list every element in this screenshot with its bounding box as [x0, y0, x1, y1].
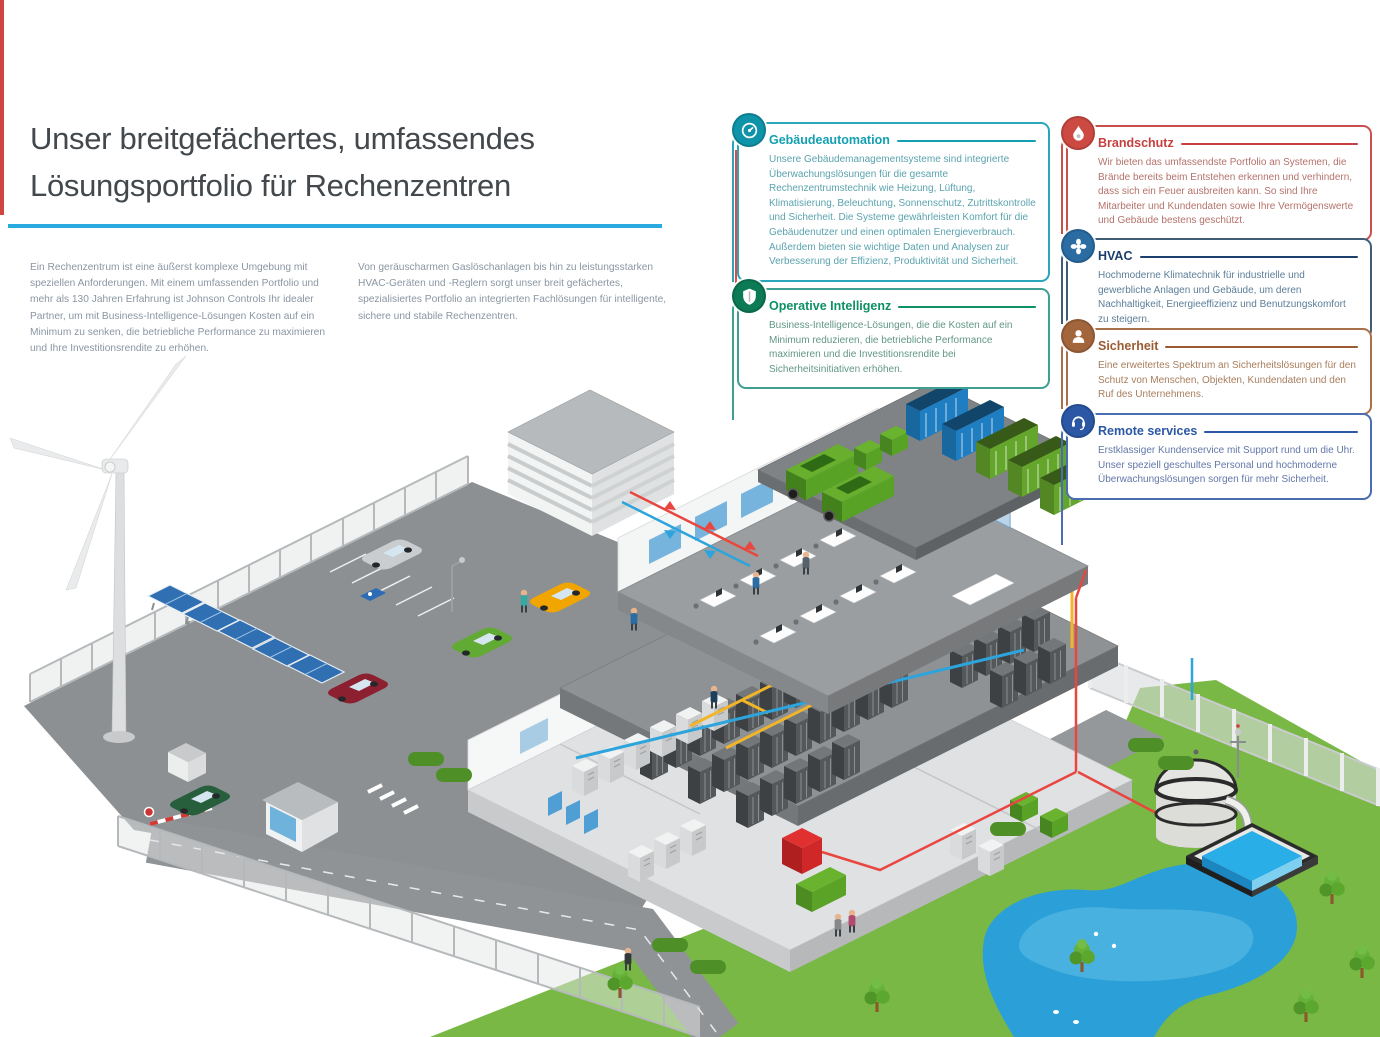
callout-title: Brandschutz: [1098, 136, 1174, 150]
water-basin: [1186, 823, 1318, 897]
person-icon: [1061, 319, 1095, 353]
stacked-building: [507, 389, 675, 536]
boiler-unit: [782, 828, 822, 874]
callout-operative-intelligenz: Operative Intelligenz Business-Intellige…: [732, 279, 1050, 390]
crosswalk: [367, 783, 419, 815]
perimeter-fence: [29, 455, 1380, 1037]
headset-icon: [1061, 404, 1095, 438]
conference-table: [951, 573, 1015, 606]
disabled-parking-mark: [360, 588, 386, 601]
utility-shed: [168, 743, 206, 782]
callout-body: Eine erweitertes Spektrum an Sicherheits…: [1098, 360, 1356, 401]
callout-gebaeudeautomation: Gebäudeautomation Unsere Gebäudemanageme…: [732, 113, 1050, 282]
callout-sicherheit: Sicherheit Eine erweitertes Spektrum an …: [1061, 319, 1372, 415]
intro-paragraph-left: Ein Rechenzentrum ist eine äußerst kompl…: [30, 262, 325, 354]
callout-body: Unsere Gebäudemanagementsysteme sind int…: [769, 154, 1036, 268]
backup-generator: [796, 867, 846, 912]
weather-station: [1230, 724, 1246, 778]
parking-stall-lines: [329, 553, 455, 617]
intro-paragraph-right: Von geräuscharmen Gaslöschanlagen bis hi…: [358, 262, 667, 322]
building-automation-icon: [732, 113, 766, 147]
callout-hvac: HVAC Hochmoderne Klimatechnik für indust…: [1061, 229, 1372, 340]
page-edge-accent: [0, 0, 4, 215]
flame-icon: [1061, 116, 1095, 150]
control-screens: [548, 791, 598, 834]
callout-remote-services: Remote services Erstklassiger Kundenserv…: [1061, 404, 1372, 500]
chilled-water-pipe: [575, 648, 1025, 760]
callout-title: Sicherheit: [1098, 339, 1159, 353]
title-dash-rule: [1165, 345, 1358, 348]
wind-turbine: [9, 355, 187, 743]
callout-body: Business-Intelligence-Lösungen, die die …: [769, 320, 1013, 375]
access-road: [145, 817, 739, 1037]
piping-lines: [621, 490, 1194, 872]
callout-body: Wir bieten das umfassendste Portfolio an…: [1098, 157, 1354, 227]
fan-icon: [1061, 229, 1095, 263]
title-dash-rule: [1204, 430, 1358, 433]
rooftop-platform: [757, 379, 1103, 560]
callout-body: Erstklassiger Kundenservice mit Support …: [1098, 445, 1355, 486]
light-pole: [451, 561, 461, 612]
title-underline: [8, 224, 662, 228]
callout-title: Remote services: [1098, 424, 1198, 438]
page-title: Unser breitgefächertes, umfassendes Lösu…: [30, 116, 535, 209]
page-title-line1: Unser breitgefächertes, umfassendes: [30, 121, 535, 156]
callout-title: Gebäudeautomation: [769, 133, 890, 147]
callout-title: Operative Intelligenz: [769, 299, 892, 313]
page-title-line2: Lösungsportfolio für Rechenzentren: [30, 167, 511, 203]
callout-body: Hochmoderne Klimatechnik für industriell…: [1098, 270, 1346, 325]
guard-booth: [262, 782, 338, 852]
title-dash-rule: [1139, 255, 1358, 258]
callout-title: HVAC: [1098, 249, 1133, 263]
title-dash-rule: [896, 139, 1036, 142]
callout-brandschutz: Brandschutz Wir bieten das umfassendste …: [1061, 116, 1372, 241]
title-dash-rule: [1180, 142, 1358, 145]
shield-icon: [732, 279, 766, 313]
office-desks: [692, 527, 1015, 646]
title-dash-rule: [898, 305, 1036, 308]
